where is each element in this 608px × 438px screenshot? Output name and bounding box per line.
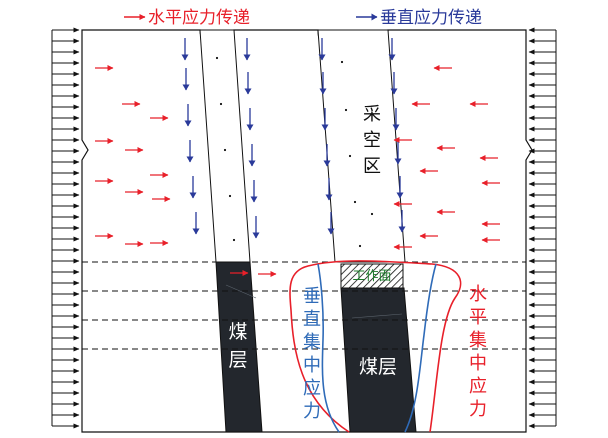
label-char: 水 [469, 284, 487, 305]
goaf-dot [219, 102, 223, 106]
left-coal-seam [215, 261, 263, 433]
working-face-label: 工作面 [352, 269, 391, 284]
goaf-dot [358, 244, 362, 248]
horizontal-stress-curve [289, 260, 462, 433]
goaf-dot [228, 194, 232, 198]
goaf-dot [344, 108, 348, 112]
legend: 水平应力传递 垂直应力传递 [124, 8, 482, 28]
goaf-dot [340, 60, 344, 64]
coal-seam-right-label: 煤层 [359, 356, 397, 378]
legend-vertical-label: 垂直应力传递 [380, 8, 482, 28]
label-char: 中 [469, 353, 487, 374]
goaf-dot [223, 148, 227, 152]
goaf-label: 采空区 [363, 104, 381, 177]
label-char: 垂 [303, 286, 321, 307]
goaf-dot [366, 166, 370, 170]
coal-seam-left-label: 煤层 [228, 321, 247, 371]
right-coal-fracture [351, 313, 403, 319]
label-char: 力 [469, 399, 487, 420]
label-char: 应 [469, 376, 487, 397]
legend-horizontal-label: 水平应力传递 [148, 8, 250, 28]
goaf-dot [370, 212, 374, 216]
working-face-block [340, 263, 404, 289]
left-boundary-load-arrows [51, 27, 80, 429]
label-char: 煤 [228, 321, 247, 343]
goaf-dot [353, 200, 357, 204]
label-char: 集 [469, 330, 487, 351]
horizontal-stress-arrows [95, 65, 500, 277]
right-boundary-load-arrows [528, 27, 557, 429]
goaf-dot [215, 56, 219, 60]
goaf-dots [215, 56, 374, 248]
label-char: 平 [469, 307, 487, 328]
vertical-stress-curve [317, 263, 437, 433]
stratum-dashed-lines [82, 261, 526, 350]
label-char: 集 [303, 332, 321, 353]
goaf-dot [348, 154, 352, 158]
vertical-stress-arrows [181, 38, 406, 239]
label-char: 直 [303, 309, 321, 330]
goaf-dot [232, 238, 236, 242]
label-char: 层 [228, 349, 247, 371]
label-char: 中 [303, 355, 321, 376]
label-char: 力 [303, 401, 321, 422]
left-coal-fracture [225, 284, 257, 299]
label-char: 应 [303, 378, 321, 399]
